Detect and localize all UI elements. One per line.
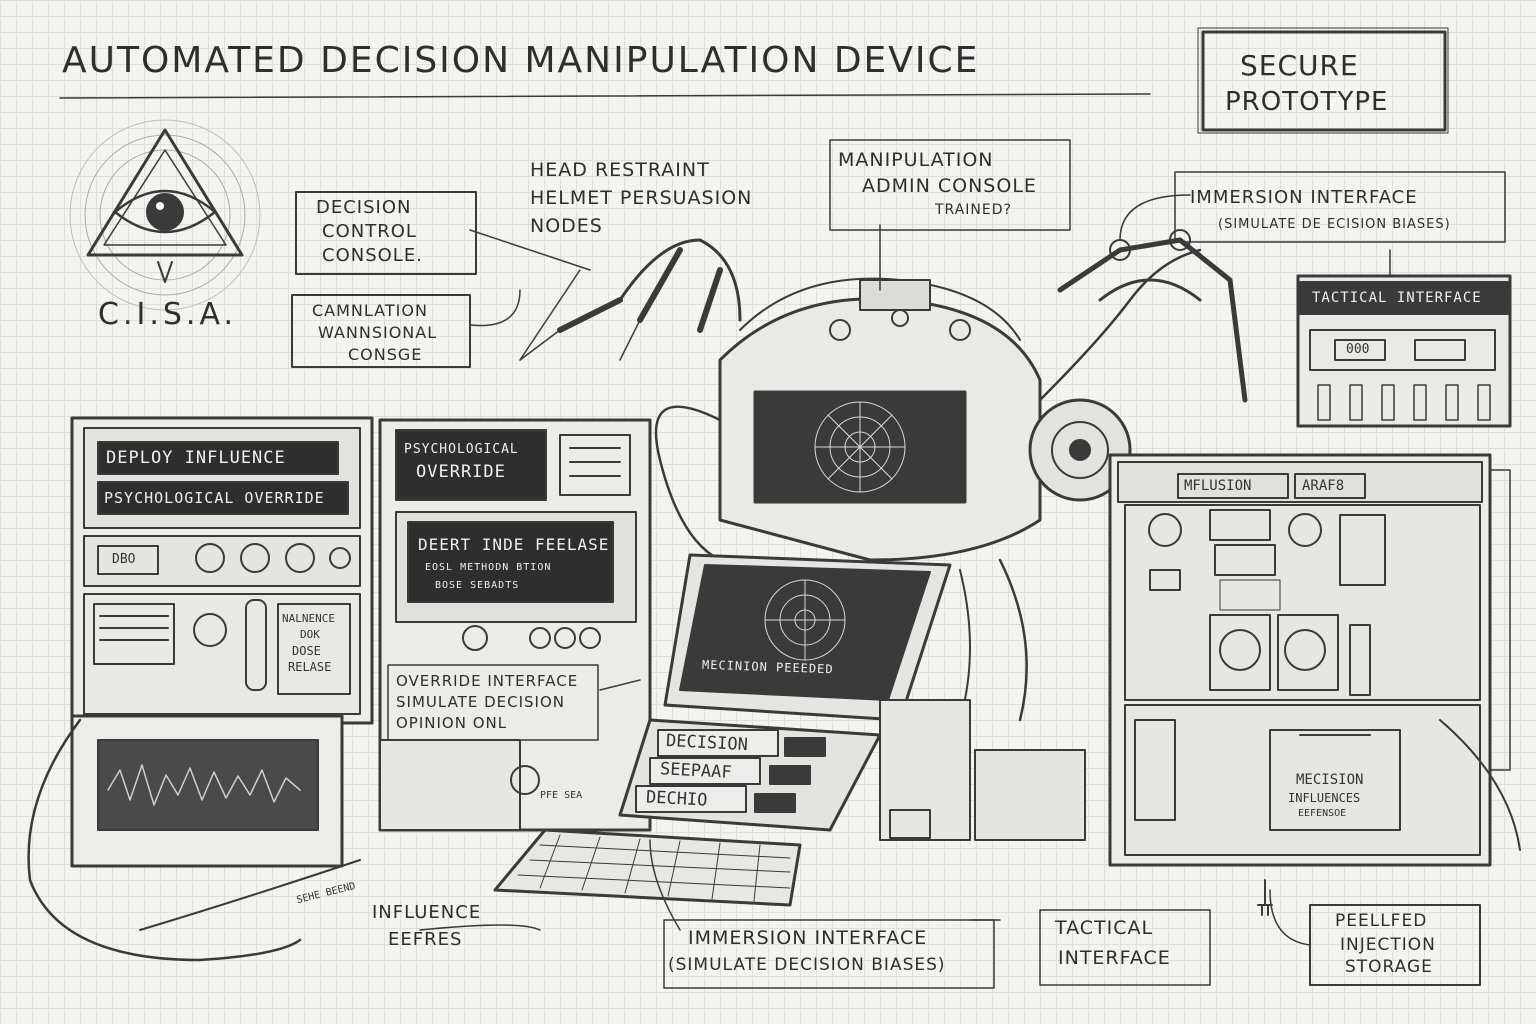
deploy-influence-display: DEPLOY INFLUENCE — [106, 448, 286, 468]
seepaaf-key[interactable]: SEEPAAF — [659, 759, 733, 783]
dechio-key[interactable]: DECHIO — [645, 787, 708, 811]
mflusion-label: MFLUSION — [1184, 478, 1252, 494]
decision-key[interactable]: DECISION — [665, 730, 749, 756]
psychological-override-display: PSYCHOLOGICAL OVERRIDE — [104, 489, 325, 507]
mid-tag: PFE SEA — [540, 790, 583, 801]
dbo-label: DBO — [112, 552, 136, 567]
stamp-line2: PROTOTYPE — [1225, 87, 1389, 117]
logo-text: C.I.S.A. — [98, 297, 237, 332]
eye-triangle-icon — [69, 119, 261, 311]
stamp-line1: SECURE — [1240, 49, 1359, 82]
tactical-readout: 000 — [1346, 342, 1370, 357]
page-title: AUTOMATED DECISION MANIPULATION DEVICE — [62, 40, 980, 81]
tactical-interface-header: TACTICAL INTERFACE — [1312, 290, 1482, 306]
araf8-label: ARAF8 — [1302, 478, 1345, 494]
